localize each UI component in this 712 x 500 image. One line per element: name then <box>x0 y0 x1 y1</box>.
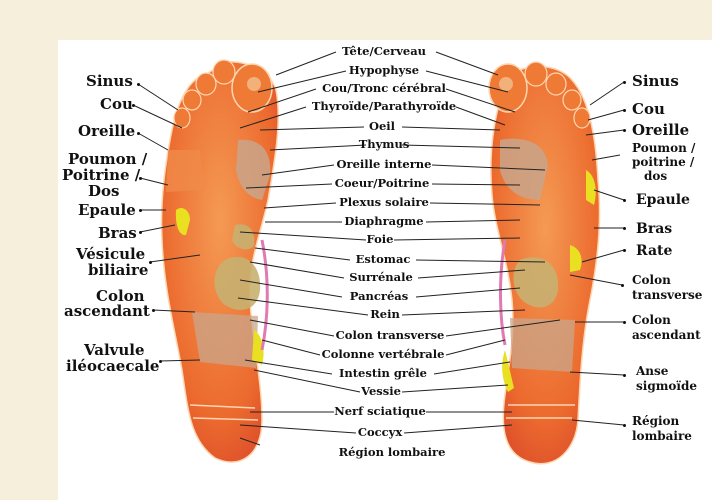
label-intestin-grele: Intestin grêle <box>339 366 427 380</box>
left-label-vesicule-2: biliaire <box>88 261 149 279</box>
left-label-vesicule-1: Vésicule <box>76 245 146 263</box>
label-pancreas: Pancréas <box>349 289 409 303</box>
left-label-valvule-2: iléocaecale <box>66 357 160 375</box>
label-hypophyse: Hypophyse <box>348 63 420 77</box>
right-label-region-1: Région <box>632 414 680 428</box>
label-nerf-sciatique: Nerf sciatique <box>334 404 426 418</box>
right-label-poumon-2: poitrine / <box>632 155 695 169</box>
label-cou-tronc: Cou/Tronc cérébral <box>322 81 446 95</box>
bullet-dot <box>132 104 135 107</box>
label-coccyx: Coccyx <box>357 425 403 439</box>
label-tete-cerveau: Tête/Cerveau <box>341 44 427 58</box>
left-label-cou: Cou <box>100 95 133 113</box>
bullet-dot <box>139 177 142 180</box>
left-label-sinus: Sinus <box>86 72 133 90</box>
right-label-anse-2: sigmoïde <box>636 379 697 393</box>
label-region-lombaire: Région lombaire <box>338 445 446 459</box>
label-rein: Rein <box>370 307 400 321</box>
right-label-anse-1: Anse <box>636 364 669 378</box>
label-coeur-poitrine: Coeur/Poitrine <box>334 176 430 190</box>
right-label-poumon-3: dos <box>644 169 668 183</box>
side-leader-lines <box>132 81 625 426</box>
right-label-sinus: Sinus <box>632 72 679 90</box>
right-foot <box>488 61 601 465</box>
right-label-rate: Rate <box>636 243 673 259</box>
bullet-dot <box>623 321 626 324</box>
label-plexus-solaire: Plexus solaire <box>339 195 429 209</box>
left-label-colon-1: Colon <box>96 287 145 305</box>
label-thymus: Thymus <box>358 137 410 151</box>
label-thyroide: Thyroïde/Parathyroïde <box>311 99 457 113</box>
bullet-dot <box>152 309 155 312</box>
left-label-poumon-1: Poumon / <box>68 150 148 168</box>
right-label-region-2: lombaire <box>632 429 692 443</box>
left-foot <box>160 59 280 463</box>
bullet-dot <box>159 360 162 363</box>
right-label-oreille: Oreille <box>632 121 690 139</box>
bullet-dot <box>623 199 626 202</box>
label-oeil: Oeil <box>368 119 396 133</box>
bullet-dot <box>623 81 626 84</box>
bullet-dot <box>137 83 140 86</box>
right-label-epaule: Epaule <box>636 192 690 208</box>
bullet-dot <box>139 209 142 212</box>
label-surrenale: Surrénale <box>349 270 413 284</box>
label-colonne-vertebrale: Colonne vertébrale <box>321 347 445 361</box>
label-estomac: Estomac <box>355 252 411 266</box>
label-diaphragme: Diaphragme <box>344 214 424 228</box>
right-label-colon-d-1: Colon <box>632 313 671 327</box>
bullet-dot <box>623 109 626 112</box>
right-label-cou: Cou <box>632 100 665 118</box>
left-label-bras: Bras <box>98 224 137 242</box>
leader-lines <box>237 51 561 446</box>
label-vessie: Vessie <box>361 384 401 398</box>
label-colon-transverse: Colon transverse <box>335 328 445 342</box>
right-label-colon-t-1: Colon <box>632 273 671 287</box>
bullet-dot <box>623 129 626 132</box>
bullet-dot <box>137 132 140 135</box>
label-foie: Foie <box>366 232 394 246</box>
left-label-poumon-3: Dos <box>88 182 120 200</box>
left-label-oreille: Oreille <box>78 122 136 140</box>
bullet-dot <box>621 284 624 287</box>
bullet-dot <box>623 249 626 252</box>
right-label-poumon-1: Poumon / <box>632 141 696 155</box>
label-oreille-interne: Oreille interne <box>336 157 432 171</box>
bullet-dot <box>623 227 626 230</box>
right-label-colon-d-2: ascendant <box>632 328 701 342</box>
left-label-epaule: Epaule <box>78 201 136 219</box>
left-label-colon-2: ascendant <box>64 302 150 320</box>
right-label-colon-t-2: transverse <box>632 288 703 302</box>
right-label-bras: Bras <box>636 221 673 237</box>
left-label-valvule-1: Valvule <box>84 341 145 359</box>
left-label-poumon-2: Poitrine / <box>62 166 141 184</box>
bullet-dot <box>149 261 152 264</box>
bullet-dot <box>139 231 142 234</box>
bullet-dot <box>623 374 626 377</box>
bullet-dot <box>623 424 626 427</box>
